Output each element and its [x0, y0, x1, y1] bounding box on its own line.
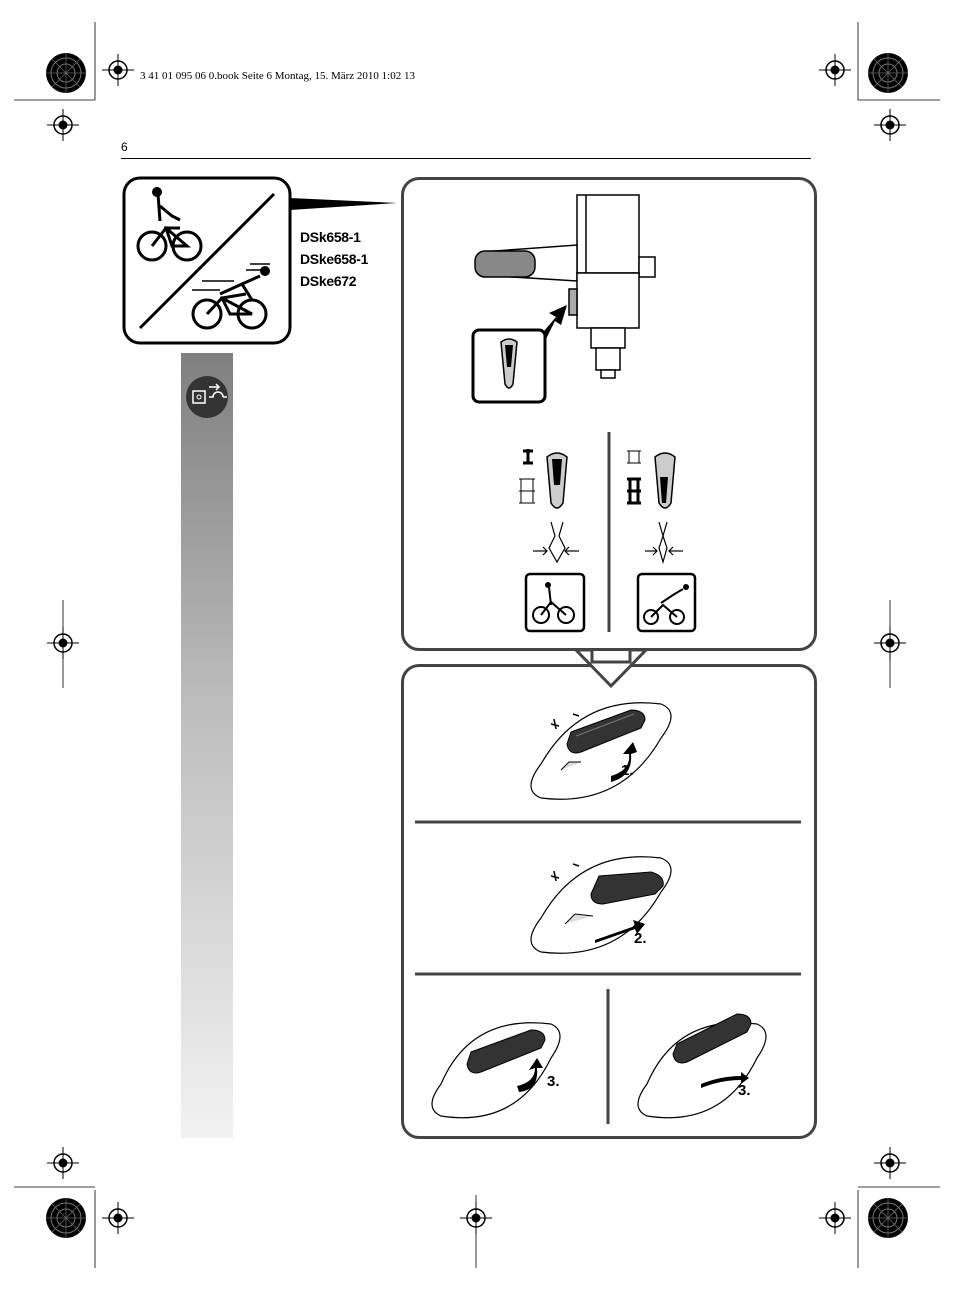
file-info: 3 41 01 095 06 0.book Seite 6 Montag, 15… — [140, 70, 415, 82]
page-number: 6 — [121, 140, 128, 154]
cyclist-slow-fast-icon — [122, 176, 397, 345]
speed-selector-icon — [519, 449, 586, 633]
gear-switch-icon — [415, 702, 801, 1124]
header-rule — [121, 158, 811, 159]
step-2-label: 2. — [634, 930, 647, 947]
model-name: DSk658-1 — [300, 229, 361, 245]
model-name: DSke658-1 — [300, 251, 369, 267]
step-1-label: 1. — [621, 762, 634, 779]
step-3a-label: 3. — [547, 1073, 560, 1090]
step-3b-label: 3. — [738, 1082, 751, 1099]
model-name: DSke672 — [300, 273, 357, 289]
model-list: DSk658-1 DSke658-1 DSke672 — [300, 226, 368, 292]
arrow-down-icon — [572, 648, 650, 689]
unplug-icon — [186, 376, 228, 418]
registration-mark-icon — [45, 52, 87, 94]
sidebar-bar — [181, 353, 233, 1138]
drill-illustration — [471, 194, 697, 651]
